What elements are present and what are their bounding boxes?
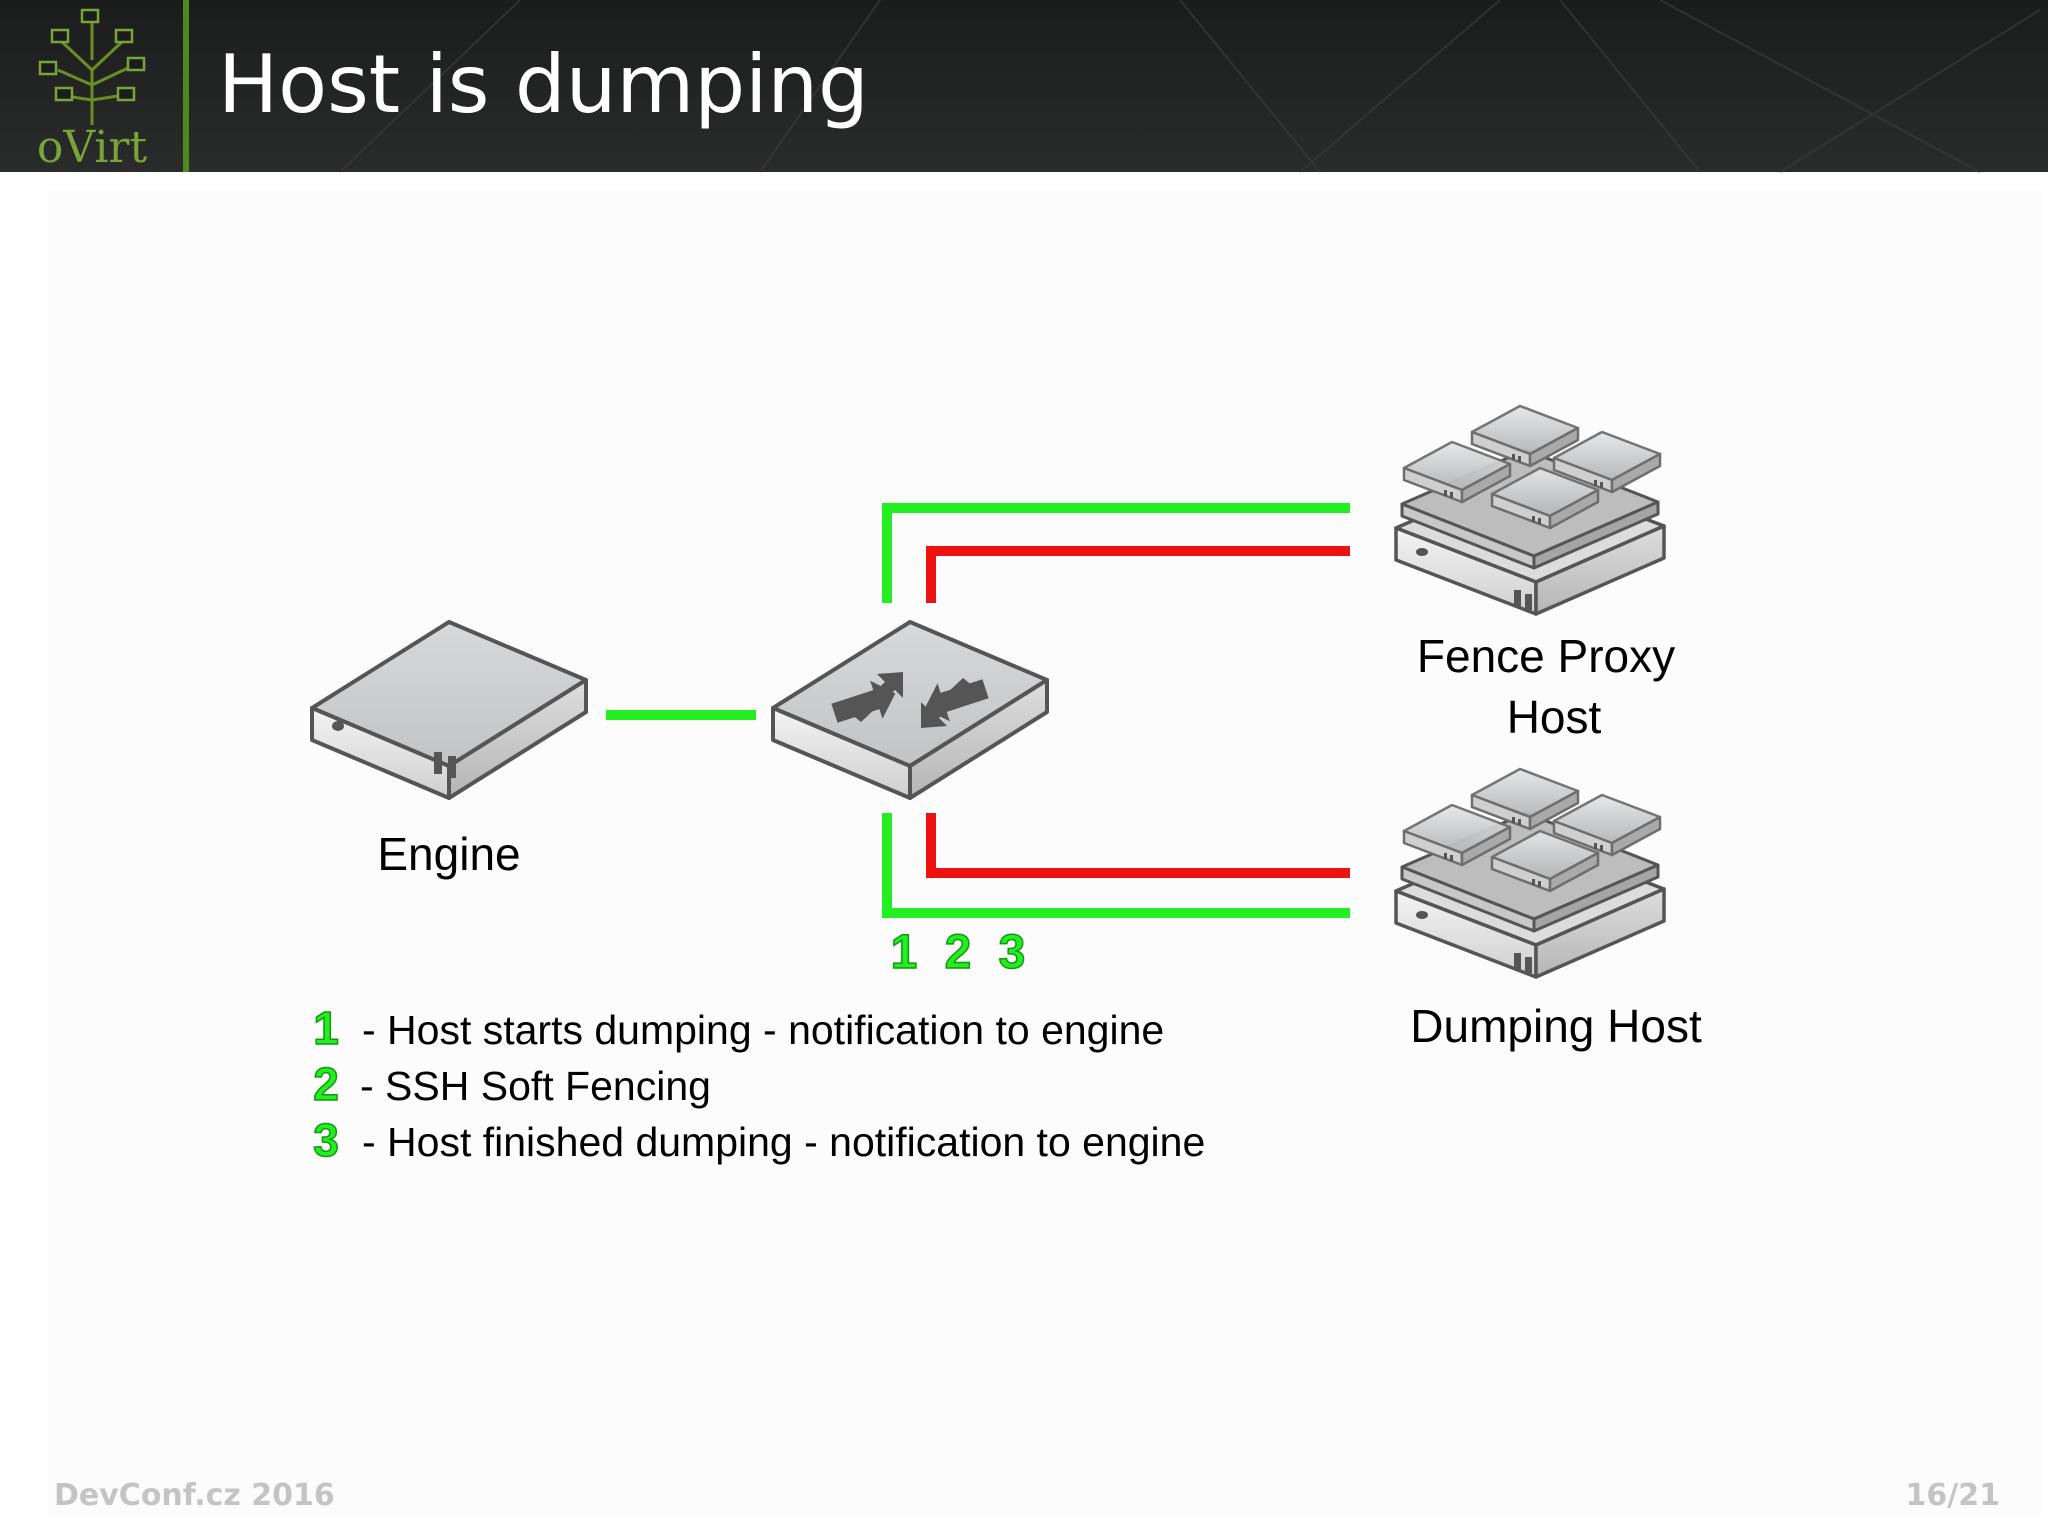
- page-title: Host is dumping: [218, 38, 869, 131]
- engine-server-icon: [310, 620, 588, 800]
- legend-number: 3: [313, 1114, 339, 1166]
- dumping-host-label: Dumping Host: [1410, 1000, 1702, 1052]
- footer-left: DevConf.cz 2016: [54, 1478, 335, 1513]
- header-bar: [0, 0, 2048, 173]
- page-number: 16/21: [1906, 1478, 2000, 1513]
- link-switch-fence-green: [882, 503, 1350, 603]
- content-area: [48, 190, 2042, 1515]
- legend-text: - SSH Soft Fencing: [360, 1063, 711, 1109]
- header-divider: [183, 0, 189, 172]
- legend-text: - Host finished dumping - notification t…: [362, 1119, 1205, 1165]
- link-switch-dumping-red: [926, 813, 1350, 878]
- step-marker-1: 1: [891, 926, 918, 979]
- legend-number: 2: [313, 1058, 339, 1110]
- step-marker-2: 2: [945, 926, 972, 979]
- network-links: [606, 503, 1350, 918]
- logo-text: oVirt: [37, 122, 148, 173]
- step-markers: 1 2 3: [890, 925, 1026, 980]
- link-switch-dumping-green: [882, 813, 1350, 918]
- legend-text: - Host starts dumping - notification to …: [362, 1007, 1164, 1053]
- switch-icon: [771, 620, 1049, 800]
- fence-proxy-label-line1: Fence Proxy: [1417, 630, 1675, 682]
- legend: 1 - Host starts dumping - notification t…: [312, 1001, 1205, 1167]
- fence-proxy-label-line2: Host: [1507, 691, 1602, 743]
- legend-number: 1: [313, 1002, 339, 1054]
- engine-label: Engine: [377, 828, 520, 880]
- link-switch-fence-red: [926, 546, 1350, 603]
- ovirt-logo: oVirt: [37, 8, 148, 173]
- step-marker-3: 3: [999, 926, 1026, 979]
